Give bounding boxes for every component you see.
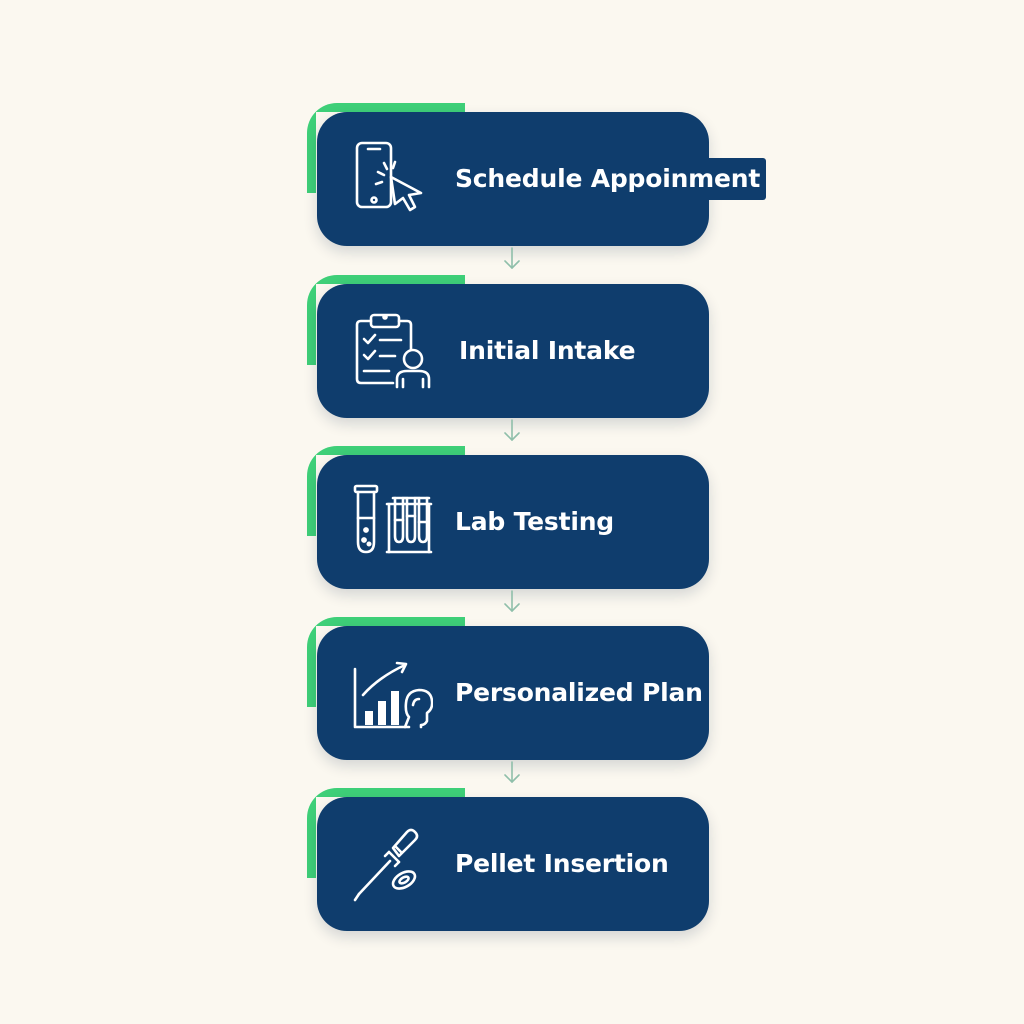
- step-schedule-appointment: Schedule Appoinment: [307, 103, 767, 246]
- down-arrow-icon: [500, 589, 524, 617]
- phone-tap-icon: [349, 137, 433, 221]
- step-pellet-insertion: Pellet Insertion: [307, 788, 709, 931]
- growth-chart-person-icon: [349, 651, 433, 735]
- step-card: Lab Testing: [317, 455, 709, 589]
- step-initial-intake: Initial Intake: [307, 275, 709, 418]
- pellet-applicator-icon: [349, 822, 433, 906]
- step-label: Lab Testing: [455, 507, 614, 536]
- test-tubes-icon: [349, 480, 433, 564]
- down-arrow-icon: [500, 418, 524, 446]
- step-personalized-plan: Personalized Plan: [307, 617, 709, 760]
- down-arrow-icon: [500, 246, 524, 274]
- step-label: Pellet Insertion: [455, 849, 669, 878]
- step-label: Initial Intake: [459, 336, 636, 365]
- step-card: Initial Intake: [317, 284, 709, 418]
- step-card: Pellet Insertion: [317, 797, 709, 931]
- step-lab-testing: Lab Testing: [307, 446, 709, 589]
- step-card: Personalized Plan: [317, 626, 709, 760]
- step-card: Schedule Appoinment: [317, 112, 767, 246]
- clipboard-person-icon: [349, 309, 433, 393]
- step-label: Schedule Appoinment: [455, 158, 767, 200]
- step-label: Personalized Plan: [455, 678, 703, 707]
- down-arrow-icon: [500, 760, 524, 788]
